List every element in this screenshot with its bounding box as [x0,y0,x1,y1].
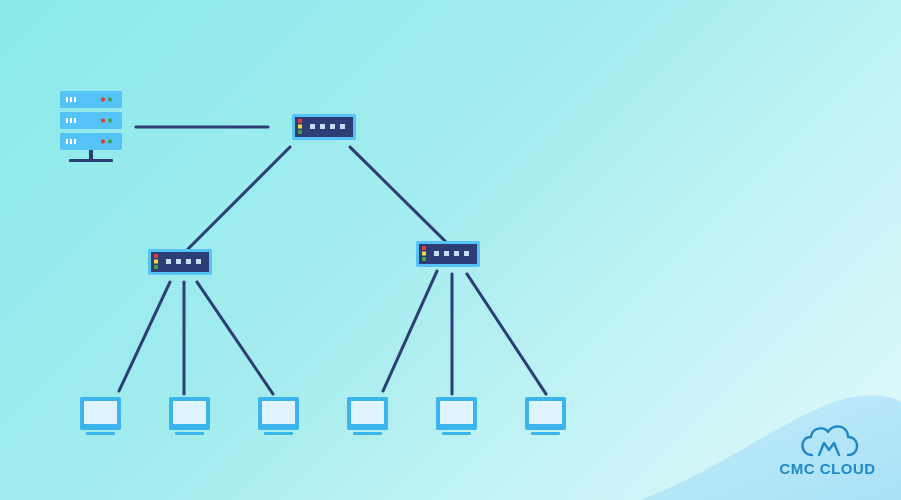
server-stand [89,150,93,159]
cloud-logo-icon [801,425,859,457]
link-right-pc4 [381,269,439,393]
link-core-switch-left [183,145,292,254]
computer-4 [347,397,388,435]
server-unit-1 [60,91,122,108]
computer-6 [525,397,566,435]
left-access-switch [148,249,212,275]
computer-5 [436,397,477,435]
computer-2 [169,397,210,435]
link-core-switch-right [348,145,448,244]
server-unit-3 [60,133,122,150]
connection-lines [117,125,548,396]
brand-corner-shape [640,395,901,500]
computer-3 [258,397,299,435]
link-right-pc6 [465,272,548,396]
right-access-switch [416,241,480,267]
brand-name: CMC CLOUD [779,461,876,478]
core-switch [292,114,356,140]
server-rack-icon [60,91,122,162]
computer-1 [80,397,121,435]
server-base [69,159,113,162]
link-left-pc3 [195,280,275,396]
link-left-pc1 [117,280,172,393]
server-unit-2 [60,112,122,129]
